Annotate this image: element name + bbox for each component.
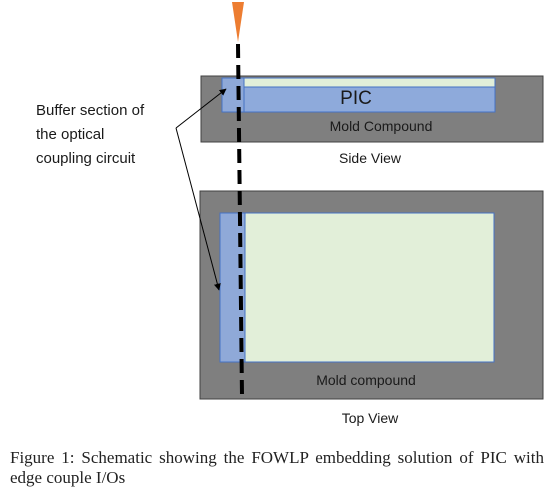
buffer-label-line-3: coupling circuit xyxy=(36,150,136,167)
top-view-caption: Top View xyxy=(341,410,399,426)
side-view-pic-body xyxy=(221,86,496,113)
pic-label: PIC xyxy=(340,88,372,109)
orange-marker-triangle xyxy=(232,2,244,42)
buffer-section-label: Buffer section of the optical coupling c… xyxy=(36,99,144,171)
buffer-label-line-1: Buffer section of xyxy=(36,102,145,119)
side-view-buffer-section xyxy=(221,77,245,113)
side-view-mold-label: Mold Compound xyxy=(329,118,433,134)
side-view-pic-top-layer xyxy=(221,77,496,88)
top-view-pic-area xyxy=(219,212,495,363)
figure-caption: Figure 1: Schematic showing the FOWLP em… xyxy=(10,448,544,487)
top-view-mold-label: Mold compound xyxy=(316,372,416,388)
pointer-arrow-side-view xyxy=(175,88,227,129)
pointer-arrow-top-view xyxy=(175,127,221,291)
side-view-caption: Side View xyxy=(338,150,401,166)
buffer-label-line-2: the optical xyxy=(36,126,105,143)
dashed-cut-line xyxy=(236,43,244,397)
